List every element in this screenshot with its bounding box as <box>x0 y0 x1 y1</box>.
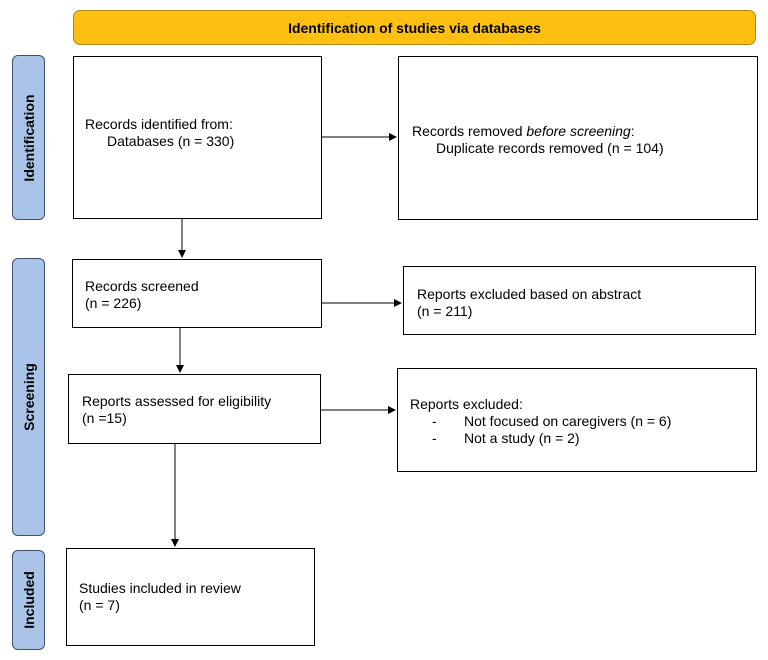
records-screened-box: Records screened (n = 226) <box>72 259 322 328</box>
studies-included-count: (n = 7) <box>79 597 120 613</box>
records-screened-label: Records screened <box>85 278 199 294</box>
records-identified-box: Records identified from: Databases (n = … <box>73 56 322 219</box>
assessed-eligibility-count: (n =15) <box>82 410 127 426</box>
records-identified-databases: Databases (n = 330) <box>107 133 235 149</box>
excluded-abstract-count: (n = 211) <box>417 303 473 319</box>
excluded-abstract-box: Reports excluded based on abstract (n = … <box>403 266 756 335</box>
reports-excluded-box: Reports excluded: - Not focused on careg… <box>397 368 757 472</box>
banner-title: Identification of studies via databases <box>288 19 541 36</box>
exclusion-reason-item: - Not a study (n = 2) <box>432 430 580 446</box>
assessed-eligibility-label: Reports assessed for eligibility <box>82 393 272 409</box>
exclusion-reason-item: - Not focused on caregivers (n = 6) <box>432 413 672 429</box>
reports-excluded-title: Reports excluded: <box>410 396 523 412</box>
studies-included-label: Studies included in review <box>79 580 241 596</box>
phase-included: Included <box>12 550 45 650</box>
records-removed-label: Records removed before screening: <box>412 123 635 139</box>
records-screened-count: (n = 226) <box>85 295 142 311</box>
records-identified-label: Records identified from: <box>85 116 233 132</box>
identification-banner: Identification of studies via databases <box>73 10 756 45</box>
duplicate-records-removed: Duplicate records removed (n = 104) <box>436 140 664 156</box>
records-removed-box: Records removed before screening: Duplic… <box>398 56 758 220</box>
studies-included-box: Studies included in review (n = 7) <box>66 548 315 646</box>
excluded-abstract-label: Reports excluded based on abstract <box>417 286 642 302</box>
phase-identification: Identification <box>12 55 45 220</box>
assessed-eligibility-box: Reports assessed for eligibility (n =15) <box>68 374 321 444</box>
phase-screening: Screening <box>12 258 45 536</box>
